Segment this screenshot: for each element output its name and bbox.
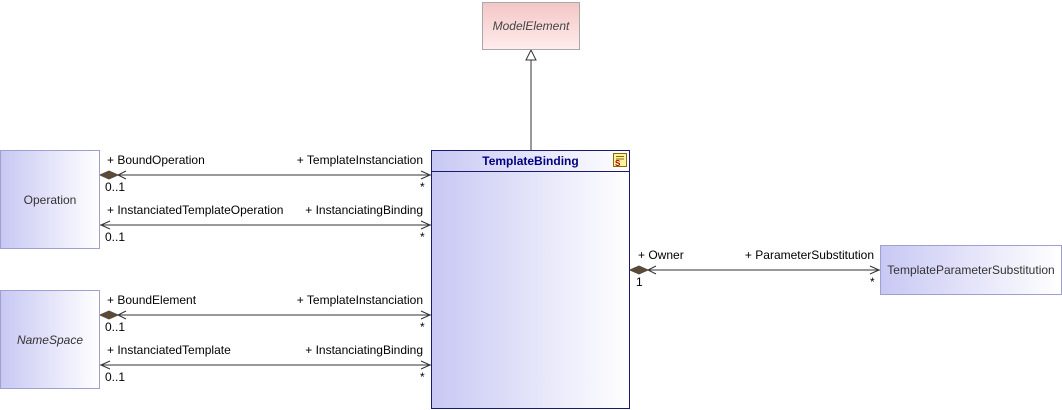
multiplicity-label: *: [420, 180, 425, 194]
multiplicity-label: *: [870, 275, 875, 289]
multiplicity-label: 0..1: [105, 370, 126, 384]
stereotype-s-icon: S: [613, 153, 627, 167]
bound-element-arrow-left: [116, 310, 127, 320]
svg-text:S: S: [615, 159, 621, 167]
owner-diamond: [628, 265, 650, 275]
generalization-arrowhead: [525, 48, 537, 61]
owner-arrow-right: [869, 265, 881, 275]
class-name: TemplateParameterSubstitution: [887, 263, 1055, 277]
role-label: + InstanciatedTemplateOperation: [107, 203, 284, 217]
role-label: + TemplateInstanciation: [296, 293, 423, 307]
role-label: + InstanciatingBinding: [305, 203, 423, 217]
bound-operation-arrow-right: [420, 170, 432, 180]
class-name: NameSpace: [16, 332, 84, 347]
role-label: + Owner: [638, 248, 684, 262]
role-label: + InstanciatedTemplate: [107, 343, 231, 357]
class-name: Operation: [23, 192, 77, 207]
bound-element-arrow-right: [420, 310, 432, 320]
role-label: + ParameterSubstitution: [744, 248, 874, 262]
role-label: + BoundOperation: [107, 153, 205, 167]
multiplicity-label: *: [420, 370, 425, 384]
role-label: + BoundElement: [107, 293, 197, 307]
multiplicity-label: 0..1: [105, 180, 126, 194]
multiplicity-label: *: [420, 230, 425, 244]
multiplicity-label: *: [420, 320, 425, 334]
class-name: TemplateBinding: [482, 154, 579, 168]
class-operation[interactable]: Operation: [0, 150, 100, 249]
role-label: + InstanciatingBinding: [305, 343, 423, 357]
instanciated-template-arrow-left: [99, 360, 111, 370]
multiplicity-label: 0..1: [105, 320, 126, 334]
instanciated-template-operation-arrow-left: [99, 220, 111, 230]
class-template-binding[interactable]: TemplateBinding S: [431, 150, 630, 409]
class-namespace[interactable]: NameSpace: [0, 290, 100, 389]
instanciated-template-arrow-right: [420, 360, 432, 370]
multiplicity-label: 1: [636, 275, 643, 289]
class-name: ModelElement: [492, 19, 570, 33]
class-model-element[interactable]: ModelElement: [482, 2, 580, 50]
instanciated-template-operation-arrow-right: [420, 220, 432, 230]
bound-operation-arrow-left: [116, 170, 127, 180]
owner-arrow-left: [646, 265, 657, 275]
class-template-parameter-substitution[interactable]: TemplateParameterSubstitution: [880, 245, 1062, 295]
role-label: + TemplateInstanciation: [296, 153, 423, 167]
class-header: TemplateBinding S: [432, 151, 629, 172]
bound-operation-diamond: [98, 170, 120, 180]
bound-element-diamond: [98, 310, 120, 320]
multiplicity-label: 0..1: [105, 230, 126, 244]
